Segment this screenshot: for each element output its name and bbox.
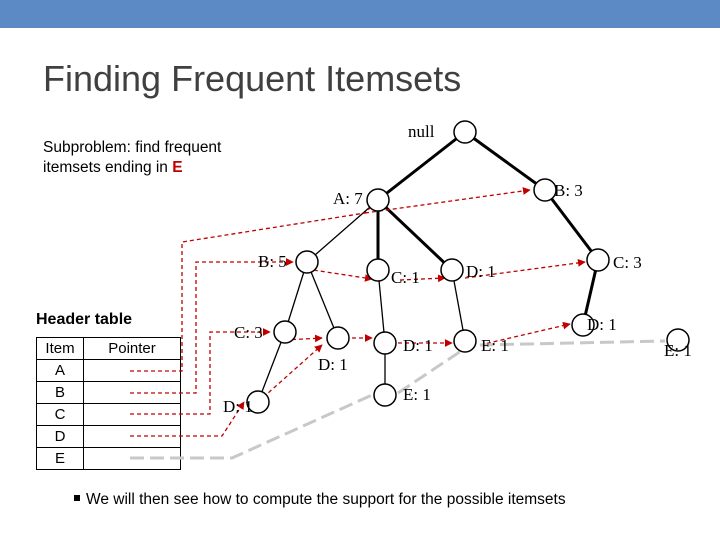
top-accent-bar	[0, 0, 720, 28]
node-d1e	[246, 390, 270, 414]
tree-edges	[376, 130, 600, 326]
edge	[451, 269, 466, 342]
edge	[377, 130, 466, 202]
edge	[284, 261, 308, 333]
label-c1: C: 1	[391, 268, 420, 287]
subproblem-prefix: Subproblem: find frequent itemsets endin…	[43, 139, 222, 176]
label-a7: A: 7	[333, 189, 363, 208]
edge	[377, 269, 386, 344]
bullet-square-icon	[74, 494, 80, 501]
link-e-2	[397, 343, 471, 395]
link-d	[130, 401, 245, 437]
label-e1a: E: 1	[481, 336, 509, 355]
link-c	[130, 328, 271, 415]
label-d1c: D: 1	[403, 336, 433, 355]
link-b	[130, 258, 294, 394]
header-table: Item Pointer A B C D E	[36, 337, 181, 470]
header-links	[130, 187, 586, 437]
edge	[464, 130, 546, 192]
edge	[306, 199, 379, 263]
header-table-head-row: Item Pointer	[36, 337, 181, 360]
subproblem-item: E	[172, 159, 183, 176]
e-links	[130, 339, 666, 460]
label-c3a: C: 3	[234, 323, 263, 342]
node-d1c	[373, 331, 397, 355]
label-d1e: D: 1	[223, 397, 253, 416]
node-null	[453, 120, 477, 144]
label-d1b: D: 1	[318, 355, 348, 374]
node-e1c	[373, 383, 397, 407]
edge	[306, 261, 339, 339]
link-c-d	[284, 334, 323, 343]
header-table-row: B	[36, 381, 181, 404]
link-a-b	[364, 187, 531, 214]
node-e1b	[666, 328, 690, 352]
link-d-d	[257, 344, 323, 403]
link-c-c2	[464, 259, 586, 279]
header-table-caption: Header table	[36, 311, 133, 328]
bullet-text: We will then see how to compute the supp…	[86, 491, 566, 508]
subproblem-text: Subproblem: find frequent itemsets endin…	[43, 138, 273, 178]
node-c1	[366, 258, 390, 282]
node-e1a	[453, 329, 477, 353]
label-e1b: E: 1	[664, 341, 692, 360]
tree-edges-thin	[257, 199, 466, 403]
edge	[543, 189, 600, 261]
node-d1b	[326, 326, 350, 350]
node-a7	[366, 188, 390, 212]
node-c3b	[586, 248, 610, 272]
header-table-col-item: Item	[36, 337, 84, 360]
label-b3: B: 3	[554, 181, 583, 200]
edge	[376, 198, 454, 272]
link-d-d4	[479, 321, 571, 346]
link-e	[130, 393, 373, 460]
label-c3b: C: 3	[613, 253, 642, 272]
header-table-col-pointer: Pointer	[83, 337, 181, 360]
edge	[257, 331, 286, 403]
node-d1d	[571, 313, 595, 337]
node-c3a	[273, 320, 297, 344]
link-c-c	[399, 274, 446, 283]
label-d1d: D: 1	[587, 315, 617, 334]
label-d1a: D: 1	[466, 262, 496, 281]
slide-title: Finding Frequent Itemsets	[43, 58, 462, 99]
label-b5: B: 5	[258, 252, 287, 271]
node-b5	[295, 250, 319, 274]
node-b3	[533, 178, 557, 202]
tree-nodes	[246, 120, 690, 414]
link-a	[130, 199, 379, 372]
link-e-3	[479, 339, 666, 347]
link-b-c	[299, 267, 373, 282]
label-e1c: E: 1	[403, 385, 431, 404]
bullet-note: We will then see how to compute the supp…	[74, 491, 566, 509]
header-table-row: E	[36, 447, 181, 470]
node-d1a	[440, 258, 464, 282]
label-null: null	[408, 122, 435, 141]
